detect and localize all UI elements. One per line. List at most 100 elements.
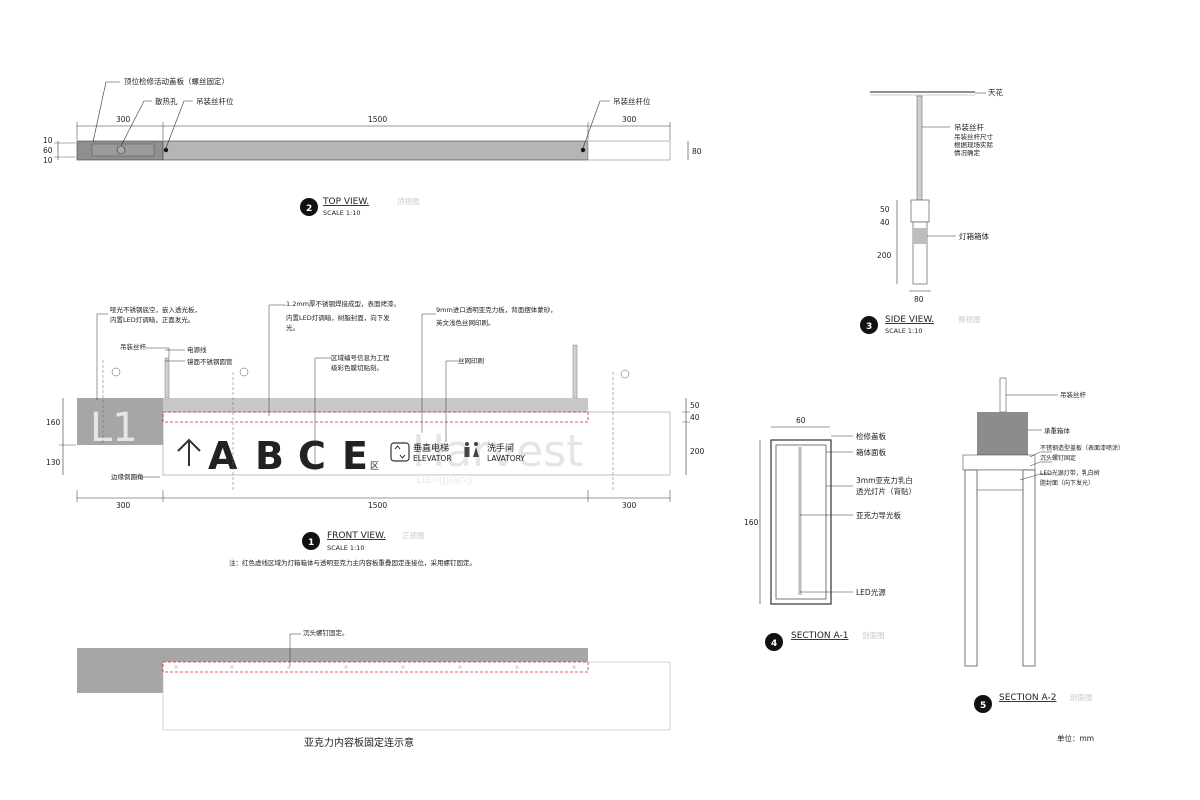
section-a2-number-badge bbox=[974, 695, 992, 713]
section-marker-mid bbox=[232, 367, 249, 490]
label-zone-1: 区域编号信息为工程 bbox=[331, 353, 390, 362]
label-side-box: 灯箱箱体 bbox=[959, 231, 989, 241]
dim-front-130: 130 bbox=[46, 458, 61, 467]
label-print: 丝网印刷 bbox=[458, 356, 484, 365]
overlap-zone bbox=[162, 411, 589, 423]
label-a2-led-1: LED光源灯带，乳白树 bbox=[1040, 469, 1100, 477]
hanger-point-right bbox=[580, 147, 586, 153]
dim-top-v1: 10 bbox=[43, 136, 53, 145]
front-box-top bbox=[163, 398, 588, 412]
section-a2: 吊装丝杆 承重箱体 不锈钢造型盖板（表面漆喷涂） 沉头螺钉固定 LED光源灯带，… bbox=[962, 377, 1124, 713]
floor-number: L1 bbox=[90, 405, 138, 451]
section-a2-title-cn: 剖面图 bbox=[1070, 692, 1093, 702]
section-a1-number: 4 bbox=[771, 639, 777, 649]
label-a1-acrylic-1: 3mm亚克力乳白 bbox=[856, 475, 913, 485]
label-a2-box: 承重箱体 bbox=[1044, 426, 1071, 435]
elevator-cn: 垂直电梯 bbox=[413, 442, 449, 454]
label-a1-cover: 检修盖板 bbox=[856, 431, 886, 441]
side-view-title: SIDE VIEW. bbox=[885, 315, 934, 325]
section-a1-title-cn: 剖面图 bbox=[862, 630, 885, 640]
lavatory-en: LAVATORY bbox=[487, 454, 525, 463]
dim-front-right: 300 bbox=[622, 501, 637, 510]
a1-inner-box bbox=[775, 444, 827, 600]
label-pipe: 镜面不锈钢圆管 bbox=[187, 357, 233, 366]
dim-front-mid: 1500 bbox=[368, 501, 387, 510]
dim-a1-160: 160 bbox=[744, 518, 759, 527]
label-acrylic-1: 9mm进口透明亚克力板，背面摆体蒙砂， bbox=[436, 305, 557, 314]
label-wire: 电源线 bbox=[187, 345, 207, 354]
vent-hole bbox=[116, 145, 126, 155]
label-steel-3: 光。 bbox=[286, 323, 299, 332]
screw-dots bbox=[174, 665, 576, 669]
section-a1: 60 160 检修盖板 箱体面板 3mm亚克力乳白 透光灯片（背贴） 亚克力导光… bbox=[744, 416, 916, 651]
side-box-shade bbox=[913, 228, 927, 244]
dim-top-v3: 10 bbox=[43, 156, 53, 165]
a2-left-panel bbox=[964, 469, 978, 667]
side-view-number-badge bbox=[860, 316, 878, 334]
section-marker-right bbox=[612, 369, 630, 490]
label-a2-rod: 吊装丝杆 bbox=[1060, 390, 1087, 399]
label-front-rod: 吊装丝杆 bbox=[120, 342, 147, 351]
elevator-icon bbox=[390, 442, 410, 462]
front-rod-right bbox=[572, 344, 578, 399]
fix-detail: 沉头螺钉固定。 亚克力内容板固定连示意 bbox=[77, 628, 671, 749]
dim-front-200: 200 bbox=[690, 447, 705, 456]
label-steel-2: 内置LED灯调暗，树脂封面，向下发 bbox=[286, 313, 390, 322]
fix-overlap-zone bbox=[162, 661, 589, 673]
dim-top-mid: 1500 bbox=[368, 115, 387, 124]
top-view-title: TOP VIEW. bbox=[322, 197, 369, 207]
section-a2-title: SECTION A-2 bbox=[999, 693, 1056, 703]
dim-top-left: 300 bbox=[116, 115, 131, 124]
dim-top-right: 300 bbox=[622, 115, 637, 124]
section-a1-number-badge bbox=[765, 633, 783, 651]
letter-c: C bbox=[298, 434, 326, 478]
a2-cover bbox=[962, 454, 1036, 471]
dim-top-depth: 80 bbox=[692, 147, 702, 156]
label-frame-1: 哑光不锈钢底空，嵌入透光板， bbox=[110, 305, 201, 314]
dim-a1-60: 60 bbox=[796, 416, 806, 425]
dim-side-200: 200 bbox=[877, 251, 892, 260]
arrow-up-icon bbox=[177, 438, 201, 466]
top-view-main-box bbox=[162, 140, 589, 161]
label-ceiling: 天花 bbox=[988, 87, 1003, 97]
a2-rod bbox=[999, 377, 1007, 413]
label-a1-panel: 箱体面板 bbox=[856, 447, 886, 457]
top-view-number-badge bbox=[300, 198, 318, 216]
letter-e: E bbox=[342, 434, 368, 478]
label-edge: 边缘倒圆角 bbox=[111, 472, 144, 481]
label-side-rod-note1: 吊装丝杆尺寸 bbox=[954, 132, 994, 141]
front-view-note: 注：红色虚线区域为灯箱箱体与透明亚克力主内容板重叠固定连接位，采用螺钉固定。 bbox=[229, 558, 476, 567]
dim-top-v2: 60 bbox=[43, 146, 53, 155]
label-a2-led-2: 脂封面（向下发光） bbox=[1040, 479, 1094, 487]
elevator-en: ELEVATOR bbox=[413, 454, 452, 463]
label-hanger-right: 吊装丝杆位 bbox=[613, 96, 651, 106]
label-zone-2: 级彩色膜切贴刻。 bbox=[331, 363, 383, 372]
label-a2-cover: 不锈钢造型盖板（表面漆喷涂） bbox=[1040, 444, 1124, 452]
section-marker-left bbox=[102, 360, 121, 445]
front-view-number: 1 bbox=[308, 538, 314, 548]
label-fix: 沉头螺钉固定。 bbox=[303, 628, 349, 637]
label-hanger-left: 吊装丝杆位 bbox=[196, 96, 234, 106]
dim-front-left: 300 bbox=[116, 501, 131, 510]
label-frame-2: 内置LED灯调暗，正面发光。 bbox=[110, 315, 194, 324]
label-side-rod: 吊装丝杆 bbox=[954, 122, 984, 132]
side-view-number: 3 bbox=[866, 322, 872, 332]
top-view-title-cn: 顶视图 bbox=[397, 196, 420, 206]
watermark-sub: Liangjiang bbox=[416, 473, 473, 486]
section-a1-title: SECTION A-1 bbox=[791, 631, 848, 641]
front-view: L1 Harvest Liangjiang A B C E 区 垂直电梯 ELE… bbox=[46, 299, 705, 567]
top-view-right-panel bbox=[587, 140, 671, 161]
top-view-scale: SCALE 1:10 bbox=[323, 209, 361, 217]
side-view-title-cn: 侧视图 bbox=[958, 314, 981, 324]
label-a1-acrylic-2: 透光灯片（背贴） bbox=[856, 486, 916, 496]
acrylic-panel bbox=[162, 411, 671, 476]
side-box-top bbox=[910, 199, 930, 223]
a2-right-panel bbox=[1022, 469, 1036, 667]
fix-acrylic-panel bbox=[162, 661, 671, 731]
top-view-number: 2 bbox=[306, 204, 312, 214]
side-rod bbox=[916, 95, 923, 205]
dim-front-40: 40 bbox=[690, 413, 700, 422]
dim-side-50: 50 bbox=[880, 205, 890, 214]
